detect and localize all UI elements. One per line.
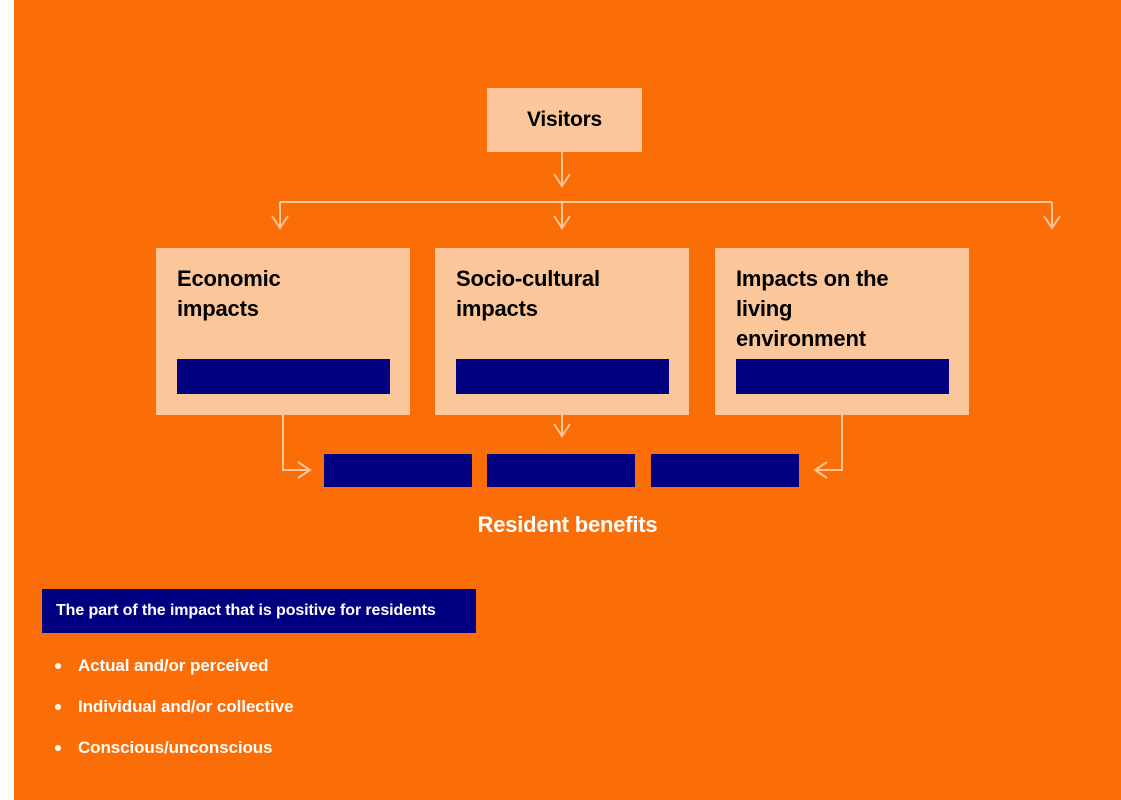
node-economic-impacts-label: Economic impacts xyxy=(177,266,281,321)
outcome-bar-2[interactable] xyxy=(487,454,635,487)
node-socio-cultural-impacts-label: Socio-cultural impacts xyxy=(456,266,600,321)
legend-banner: The part of the impact that is positive … xyxy=(42,589,476,633)
list-item-label: Actual and/or perceived xyxy=(78,656,269,675)
node-visitors-label: Visitors xyxy=(526,108,603,131)
outcome-caption: Resident benefits xyxy=(477,512,658,537)
bullet-dot-icon xyxy=(55,663,61,669)
list-item-label: Conscious/unconscious xyxy=(78,738,273,757)
list-item: Conscious/unconscious xyxy=(42,727,642,768)
node-living-environment-impacts-label: Impacts on the living environment xyxy=(736,266,889,351)
bar-socio-cultural-impacts[interactable] xyxy=(456,359,669,394)
bar-economic-impacts[interactable] xyxy=(177,359,390,394)
arrow-right-to-outcome-head xyxy=(813,461,828,479)
arrow-mid-to-outcome-head xyxy=(553,423,571,438)
branch-right-head xyxy=(1043,215,1061,230)
legend-bullet-list: Actual and/or perceived Individual and/o… xyxy=(42,645,642,768)
bar-living-environment-impacts[interactable] xyxy=(736,359,949,394)
outcome-bar-3[interactable] xyxy=(651,454,799,487)
arrow-left-to-outcome-head xyxy=(297,461,312,479)
list-item: Individual and/or collective xyxy=(42,686,642,727)
branch-left-head xyxy=(271,215,289,230)
bullet-dot-icon xyxy=(55,704,61,710)
arrow-visitors-head xyxy=(553,173,571,188)
list-item-label: Individual and/or collective xyxy=(78,697,294,716)
bullet-dot-icon xyxy=(55,745,61,751)
list-item: Actual and/or perceived xyxy=(42,645,642,686)
orange-backdrop: Visitors Economic impacts Socio-cultural… xyxy=(14,0,1121,800)
branch-mid-head xyxy=(553,215,571,230)
node-visitors[interactable] xyxy=(487,88,642,152)
outcome-bar-1[interactable] xyxy=(324,454,472,487)
legend-banner-label: The part of the impact that is positive … xyxy=(56,602,436,619)
